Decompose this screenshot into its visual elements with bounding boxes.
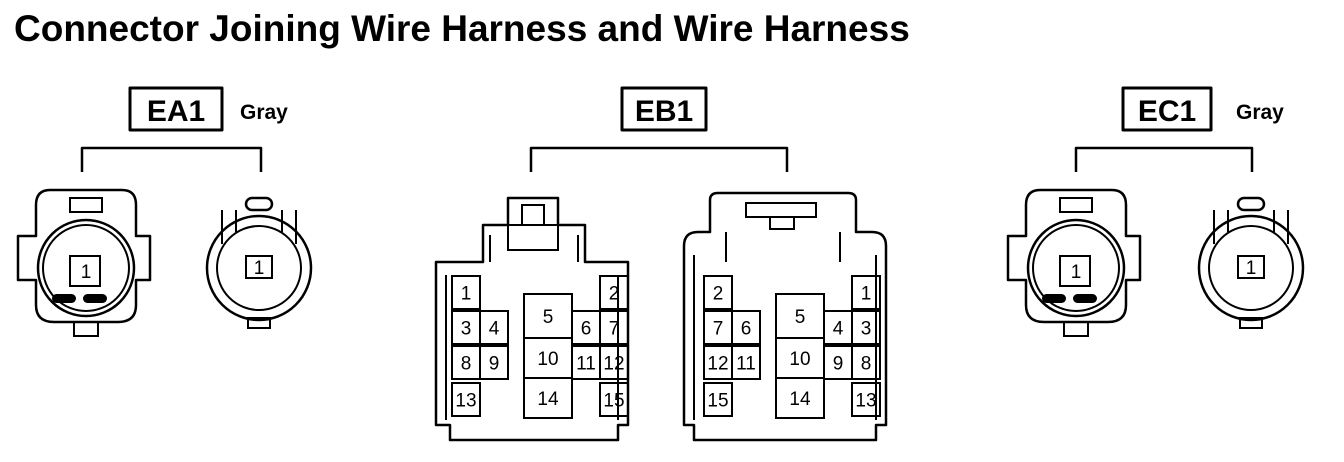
eb1-left-cavity xyxy=(479,310,509,345)
ea1-color: Gray xyxy=(240,101,288,124)
diagram-title: Connector Joining Wire Harness and Wire … xyxy=(14,8,910,49)
ea1-male-pin-1: 1 xyxy=(254,258,265,279)
ea1-female-pin-1: 1 xyxy=(81,262,92,283)
eb1-left-pin-label: 1 xyxy=(461,284,472,305)
eb1-left-pin-label: 6 xyxy=(581,319,592,340)
eb1-right-cavity xyxy=(851,310,881,345)
ea1-bracket xyxy=(80,146,263,172)
ea1-female-connector: 1 xyxy=(16,188,152,337)
eb1-left-cavity xyxy=(451,275,481,310)
ea1-label-box xyxy=(128,86,224,132)
ec1-color: Gray xyxy=(1236,101,1284,124)
connector-ec1: EC1 Gray 1 1 xyxy=(1006,86,1305,337)
eb1-left-pin-label: 8 xyxy=(461,354,472,375)
eb1-left-connector xyxy=(434,196,630,442)
ec1-female-connector: 1 xyxy=(1006,188,1142,337)
eb1-left-cavity xyxy=(599,382,629,417)
eb1-right-cavity xyxy=(851,382,881,417)
eb1-right-cavity xyxy=(731,310,761,345)
ec1-male-connector: 1 xyxy=(1197,196,1305,329)
eb1-right-pin-label: 8 xyxy=(861,354,872,375)
eb1-left-cavity xyxy=(479,345,509,380)
eb1-right-pin-label: 6 xyxy=(741,319,752,340)
eb1-right-pin-label: 1 xyxy=(861,284,872,305)
eb1-left-pin-label: 5 xyxy=(543,307,554,328)
eb1-right-cavity xyxy=(703,275,733,310)
eb1-left-pin-label: 3 xyxy=(461,319,472,340)
eb1-right-pin-label: 4 xyxy=(833,319,844,340)
ec1-label-box xyxy=(1121,86,1213,132)
eb1-right-pin-label: 9 xyxy=(833,354,844,375)
eb1-left-pin-label: 12 xyxy=(603,354,624,375)
eb1-bracket xyxy=(529,146,789,172)
eb1-right-pin-label: 14 xyxy=(789,389,811,410)
eb1-left-cavity-large xyxy=(523,377,573,419)
eb1-left-cavity xyxy=(599,345,629,380)
eb1-left-pin-label: 10 xyxy=(537,349,558,370)
eb1-left-pin-label: 2 xyxy=(609,284,620,305)
ec1-male-pin-1: 1 xyxy=(1246,258,1257,279)
eb1-label-box xyxy=(620,86,708,132)
eb1-right-cavity xyxy=(851,275,881,310)
eb1-right-pin-label: 10 xyxy=(789,349,810,370)
eb1-right-cavity xyxy=(731,345,761,380)
eb1-right-pin-label: 7 xyxy=(713,319,724,340)
eb1-left-pin-label: 9 xyxy=(489,354,500,375)
eb1-right-pin-label: 12 xyxy=(707,354,728,375)
eb1-left-cavity xyxy=(451,382,481,417)
ec1-bracket xyxy=(1074,146,1254,172)
connector-ea1: EA1 Gray 1 1 xyxy=(16,86,313,337)
eb1-left-pin-label: 14 xyxy=(537,389,559,410)
ec1-female-pin-1: 1 xyxy=(1071,262,1082,283)
eb1-right-cavity-large xyxy=(775,377,825,419)
eb1-right-pin-label: 5 xyxy=(795,307,806,328)
eb1-left-pin-label: 15 xyxy=(603,391,624,412)
eb1-left-cavity xyxy=(599,310,629,345)
eb1-right-pin-label: 3 xyxy=(861,319,872,340)
eb1-label: EB1 xyxy=(635,95,693,128)
eb1-right-cavity xyxy=(851,345,881,380)
ea1-label: EA1 xyxy=(147,95,205,128)
eb1-left-pin-label: 7 xyxy=(609,319,620,340)
eb1-right-pin-label: 2 xyxy=(713,284,724,305)
ec1-label: EC1 xyxy=(1138,95,1196,128)
eb1-right-connector xyxy=(682,191,888,442)
eb1-left-pin-label: 4 xyxy=(489,319,500,340)
eb1-left-cavity xyxy=(599,275,629,310)
ea1-male-connector: 1 xyxy=(205,196,313,329)
eb1-right-pin-label: 15 xyxy=(707,391,728,412)
eb1-right-cavity xyxy=(703,382,733,417)
eb1-left-pin-label: 13 xyxy=(455,391,476,412)
eb1-left-pin-label: 11 xyxy=(576,354,596,375)
eb1-right-pin-label: 11 xyxy=(736,354,756,375)
eb1-right-pin-label: 13 xyxy=(855,391,876,412)
